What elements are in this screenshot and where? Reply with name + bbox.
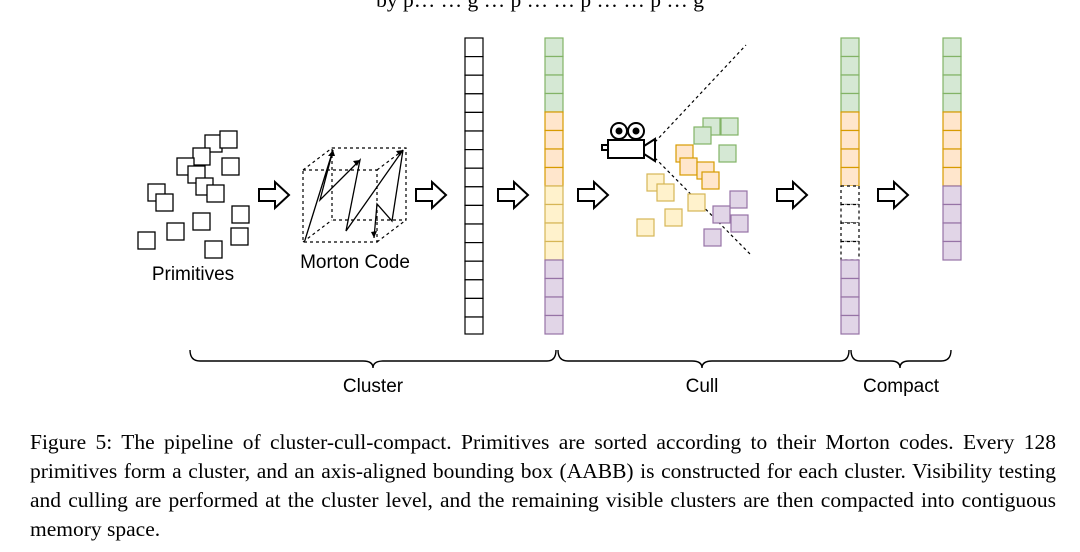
- right-arrow-icon: [877, 181, 909, 209]
- figure-caption: Figure 5: The pipeline of cluster-cull-c…: [30, 430, 1056, 541]
- right-arrow-icon: [258, 181, 290, 209]
- cut-off-previous-text-line: by p… … g … p … … p … … p … g: [376, 0, 704, 12]
- right-arrow-icon: [497, 181, 529, 209]
- video-camera-icon: [601, 122, 656, 163]
- cull-stage-label: Cull: [686, 376, 719, 397]
- brace-icon: [189, 349, 952, 369]
- morton-arrowheads: [328, 150, 403, 238]
- right-arrow-icon: [415, 181, 447, 209]
- cluster-stage-label: Cluster: [343, 376, 404, 397]
- morton-code-label: Morton Code: [300, 252, 410, 273]
- clustered-column: [544, 37, 564, 335]
- primitives-label: Primitives: [152, 264, 234, 285]
- compact-stage-label: Compact: [863, 376, 940, 397]
- right-arrow-icon: [577, 181, 609, 209]
- culled-column: [840, 37, 860, 335]
- sorted-primitives-column: [464, 37, 484, 335]
- frustum-top-line: [654, 44, 747, 143]
- morton-code-cube: [302, 147, 407, 243]
- right-arrow-icon: [776, 181, 808, 209]
- compacted-column: [942, 37, 962, 261]
- primitives-scatter: [137, 130, 250, 259]
- cull-scene-boxes: [636, 117, 749, 247]
